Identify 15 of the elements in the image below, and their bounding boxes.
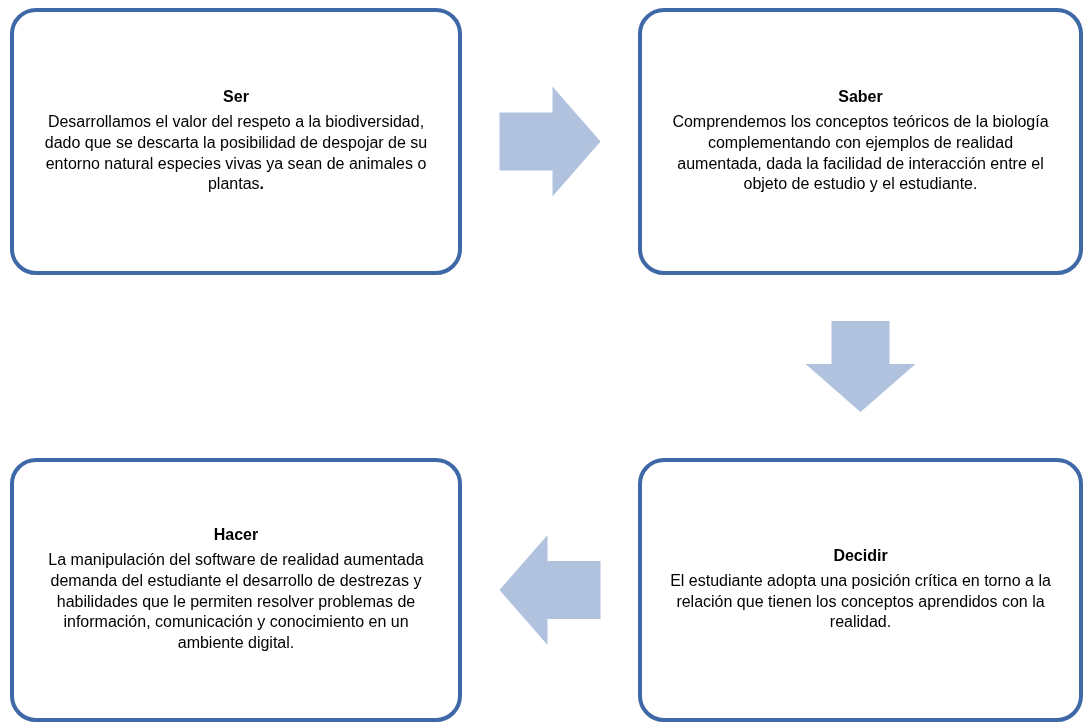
process-box bbox=[10, 458, 462, 722]
block-arrow bbox=[805, 321, 916, 412]
box-title: Hacer bbox=[213, 526, 259, 544]
block-arrow bbox=[499, 535, 601, 645]
box-description: Desarrollamos el valor del respeto a la biodiversidad, dado que se descarta la posibilidad de despojar de su entorno natural especies vivas ya sean de animales o plantas. bbox=[43, 111, 429, 195]
box-description: La manipulación del software de realidad aumentada demanda del estudiante el desarrollo de destrezas y habilidades que le permiten resolver problemas de información, comunicación y conocimiento en un ambiente digital. bbox=[47, 550, 425, 654]
box-description: Comprendemos los conceptos teóricos de la biología complementando con ejemplos de realidad aumentada, dada la facilidad de interacción entre el objeto de estudio y el estudiante. bbox=[671, 111, 1050, 195]
box-description: El estudiante adopta una posición crítica en torno a la relación que tienen los conceptos aprendidos con la realidad. bbox=[669, 570, 1052, 633]
box-title: Decidir bbox=[833, 546, 888, 565]
process-box bbox=[638, 458, 1083, 722]
process-box bbox=[638, 8, 1083, 275]
box-title: Saber bbox=[838, 87, 883, 106]
block-arrow bbox=[499, 86, 601, 197]
process-box bbox=[10, 8, 462, 275]
box-title: Ser bbox=[223, 87, 249, 106]
